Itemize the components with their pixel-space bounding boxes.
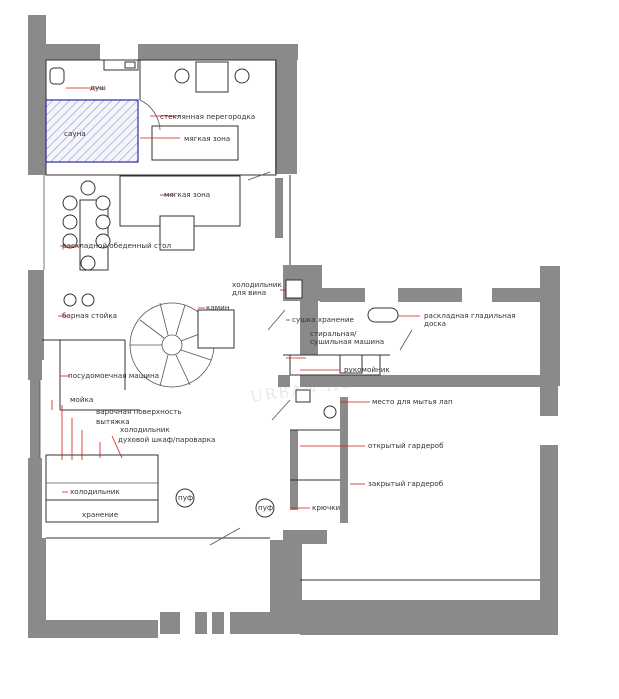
label-closed-wardrobe: закрытый гардероб xyxy=(368,479,444,488)
label-fridge-top: холодильник xyxy=(120,425,170,434)
label-dishwasher: посудомоечная машина xyxy=(68,371,159,380)
label-washing-machine: стиральная/сушильная машина xyxy=(310,329,384,346)
label-hooks: крючки xyxy=(312,503,341,512)
label-paw-wash: место для мытья лап xyxy=(372,397,453,406)
label-fireplace: камин xyxy=(206,303,230,312)
label-hob: варочная поверхность xyxy=(96,407,182,416)
label-bar-counter: барная стойка xyxy=(62,311,117,320)
label-soft-zone-top: мягкая зона xyxy=(184,134,230,143)
label-pouf-left: пуф xyxy=(178,493,193,502)
walls xyxy=(28,15,560,638)
label-fridge-bottom: холодильник xyxy=(70,487,120,496)
label-glass-partition: стеклянная перегородка xyxy=(160,112,255,121)
label-sauna: сауна xyxy=(64,129,86,138)
label-hood: вытяжка xyxy=(96,417,130,426)
label-oven: духовой шкаф/пароварка xyxy=(118,435,215,444)
label-pouf-right: пуф xyxy=(258,503,273,512)
leaders xyxy=(51,87,420,509)
furniture xyxy=(45,59,413,546)
label-sink: мойка xyxy=(70,395,93,404)
sauna xyxy=(45,99,139,163)
label-shower: душ xyxy=(90,83,106,92)
labels: душ стеклянная перегородка сауна мягкая … xyxy=(62,83,516,519)
label-drying-storage: сушка хранение xyxy=(292,315,355,324)
label-washbasin: рукомойник xyxy=(344,365,390,374)
label-storage-kitchen: хранение xyxy=(82,510,119,519)
label-open-wardrobe: открытый гардероб xyxy=(368,441,444,450)
label-soft-zone-mid: мягкая зона xyxy=(164,190,210,199)
label-folding-table: раскладной обеденный стол xyxy=(62,241,171,250)
